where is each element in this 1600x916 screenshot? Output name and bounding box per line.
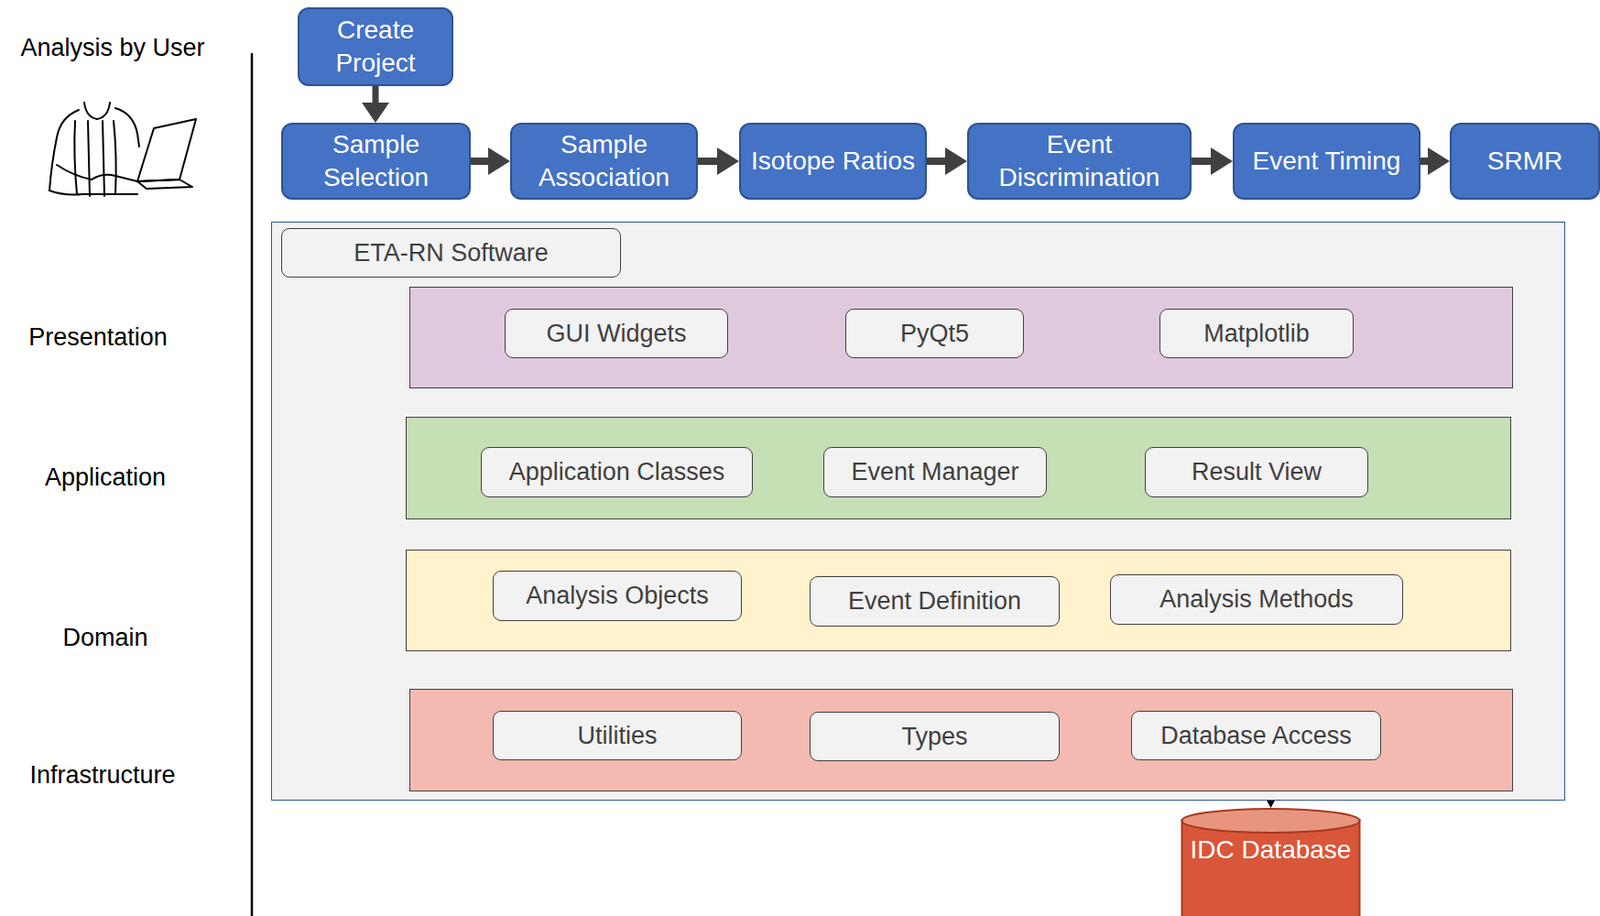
arrow-line: [697, 157, 719, 165]
flow-arrow: [1420, 147, 1450, 175]
arrow-head: [1427, 147, 1450, 175]
flow-arrow: [926, 147, 968, 175]
arrow-line: [926, 157, 947, 165]
node-text: Utilities: [569, 721, 664, 751]
flow-arrow: [470, 147, 511, 175]
node-text: Matplotlib: [1196, 319, 1318, 349]
node-text: PyQt5: [892, 319, 977, 349]
arrow-head: [488, 147, 511, 175]
process-box: SRMR: [1449, 122, 1600, 200]
node-text: Result View: [1184, 457, 1329, 487]
node-text: Analysis Methods: [1152, 585, 1361, 614]
node-text: Event Timing: [1245, 144, 1409, 178]
flow-arrow: [697, 147, 740, 175]
node-text: IDC Database: [1189, 833, 1352, 867]
layer-label: Application: [0, 460, 211, 494]
node-text: Application Classes: [501, 457, 733, 487]
component-box: Application Classes: [480, 446, 753, 498]
node-text: GUI Widgets: [538, 319, 694, 349]
component-box: Result View: [1144, 446, 1369, 498]
process-box: Sample Association: [510, 122, 698, 200]
node-text: Types: [893, 722, 975, 752]
component-box: Analysis Methods: [1110, 574, 1404, 625]
arrow-line: [372, 86, 380, 105]
node-text: Isotope Ratios: [743, 144, 923, 178]
process-box: Isotope Ratios: [739, 122, 927, 200]
flow-arrow: [361, 86, 390, 123]
arrow-head: [945, 147, 968, 175]
component-box: Matplotlib: [1159, 308, 1354, 359]
component-box: Database Access: [1131, 710, 1382, 761]
container-title: ETA-RN Software: [281, 228, 621, 278]
arrow-head: [1210, 147, 1233, 175]
component-box: PyQt5: [845, 308, 1024, 359]
process-box: Event Discrimination: [967, 122, 1192, 200]
node-text: Create Project: [299, 13, 452, 81]
database-cylinder: IDC Database: [1180, 807, 1361, 916]
node-text: SRMR: [1480, 144, 1570, 178]
layer-label: Presentation: [0, 320, 196, 354]
node-text: Sample Selection: [282, 128, 469, 196]
process-box: Sample Selection: [281, 122, 471, 200]
node-text: Analysis Objects: [518, 581, 717, 610]
node-text: Event Definition: [840, 587, 1029, 616]
arrow-line: [1191, 157, 1213, 165]
divider-line: [250, 53, 254, 916]
arrow-line: [470, 157, 490, 165]
user-illustration: [49, 102, 196, 196]
component-box: Utilities: [492, 710, 742, 761]
node-text: Database Access: [1153, 721, 1360, 751]
user-heading: Analysis by User: [18, 31, 207, 65]
node-text: Event Discrimination: [968, 128, 1190, 196]
layer-label: Domain: [0, 620, 211, 654]
software-container: ETA-RN SoftwareGUI Widgets PyQt5 Matplotli…: [271, 221, 1566, 801]
process-box: Create Project: [297, 7, 454, 87]
component-box: Event Manager: [823, 446, 1047, 498]
process-box: Event Timing: [1232, 122, 1421, 200]
component-box: GUI Widgets: [504, 308, 729, 359]
arrow-head: [717, 147, 740, 175]
component-box: Analysis Objects: [492, 570, 742, 621]
component-box: Types: [809, 711, 1060, 762]
layer-label: Infrastructure: [0, 758, 206, 792]
component-box: Event Definition: [809, 576, 1060, 627]
arrow-head: [361, 102, 390, 123]
flow-arrow: [1191, 147, 1233, 175]
node-text: Event Manager: [843, 457, 1026, 487]
node-text: Sample Association: [511, 128, 697, 196]
